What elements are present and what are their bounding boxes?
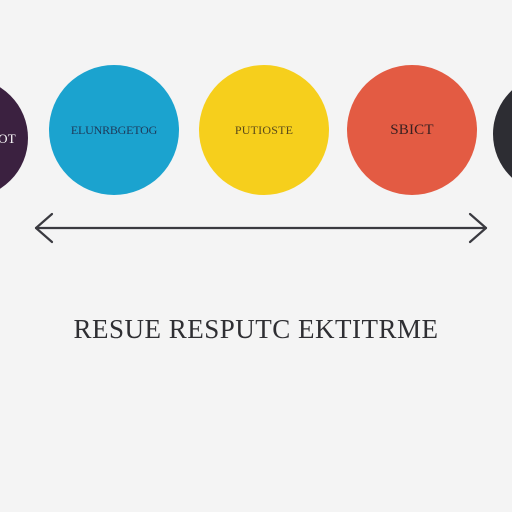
circle-2-label: ELUNRBGETOG [70, 123, 158, 137]
circle-1-label: OT [0, 130, 16, 146]
circle-4: SBICT [347, 65, 477, 195]
circle-3-label: PUTIOSTE [234, 123, 294, 137]
circle-2: ELUNRBGETOG [49, 65, 179, 195]
double-headed-arrow-icon [34, 212, 488, 244]
circle-5 [493, 74, 512, 194]
circle-3: PUTIOSTE [199, 65, 329, 195]
circle-1: OT [0, 78, 28, 198]
diagram-caption: RESUE RESPUTC EKTITRME [73, 314, 439, 344]
circle-4-label: SBICT [390, 121, 434, 138]
